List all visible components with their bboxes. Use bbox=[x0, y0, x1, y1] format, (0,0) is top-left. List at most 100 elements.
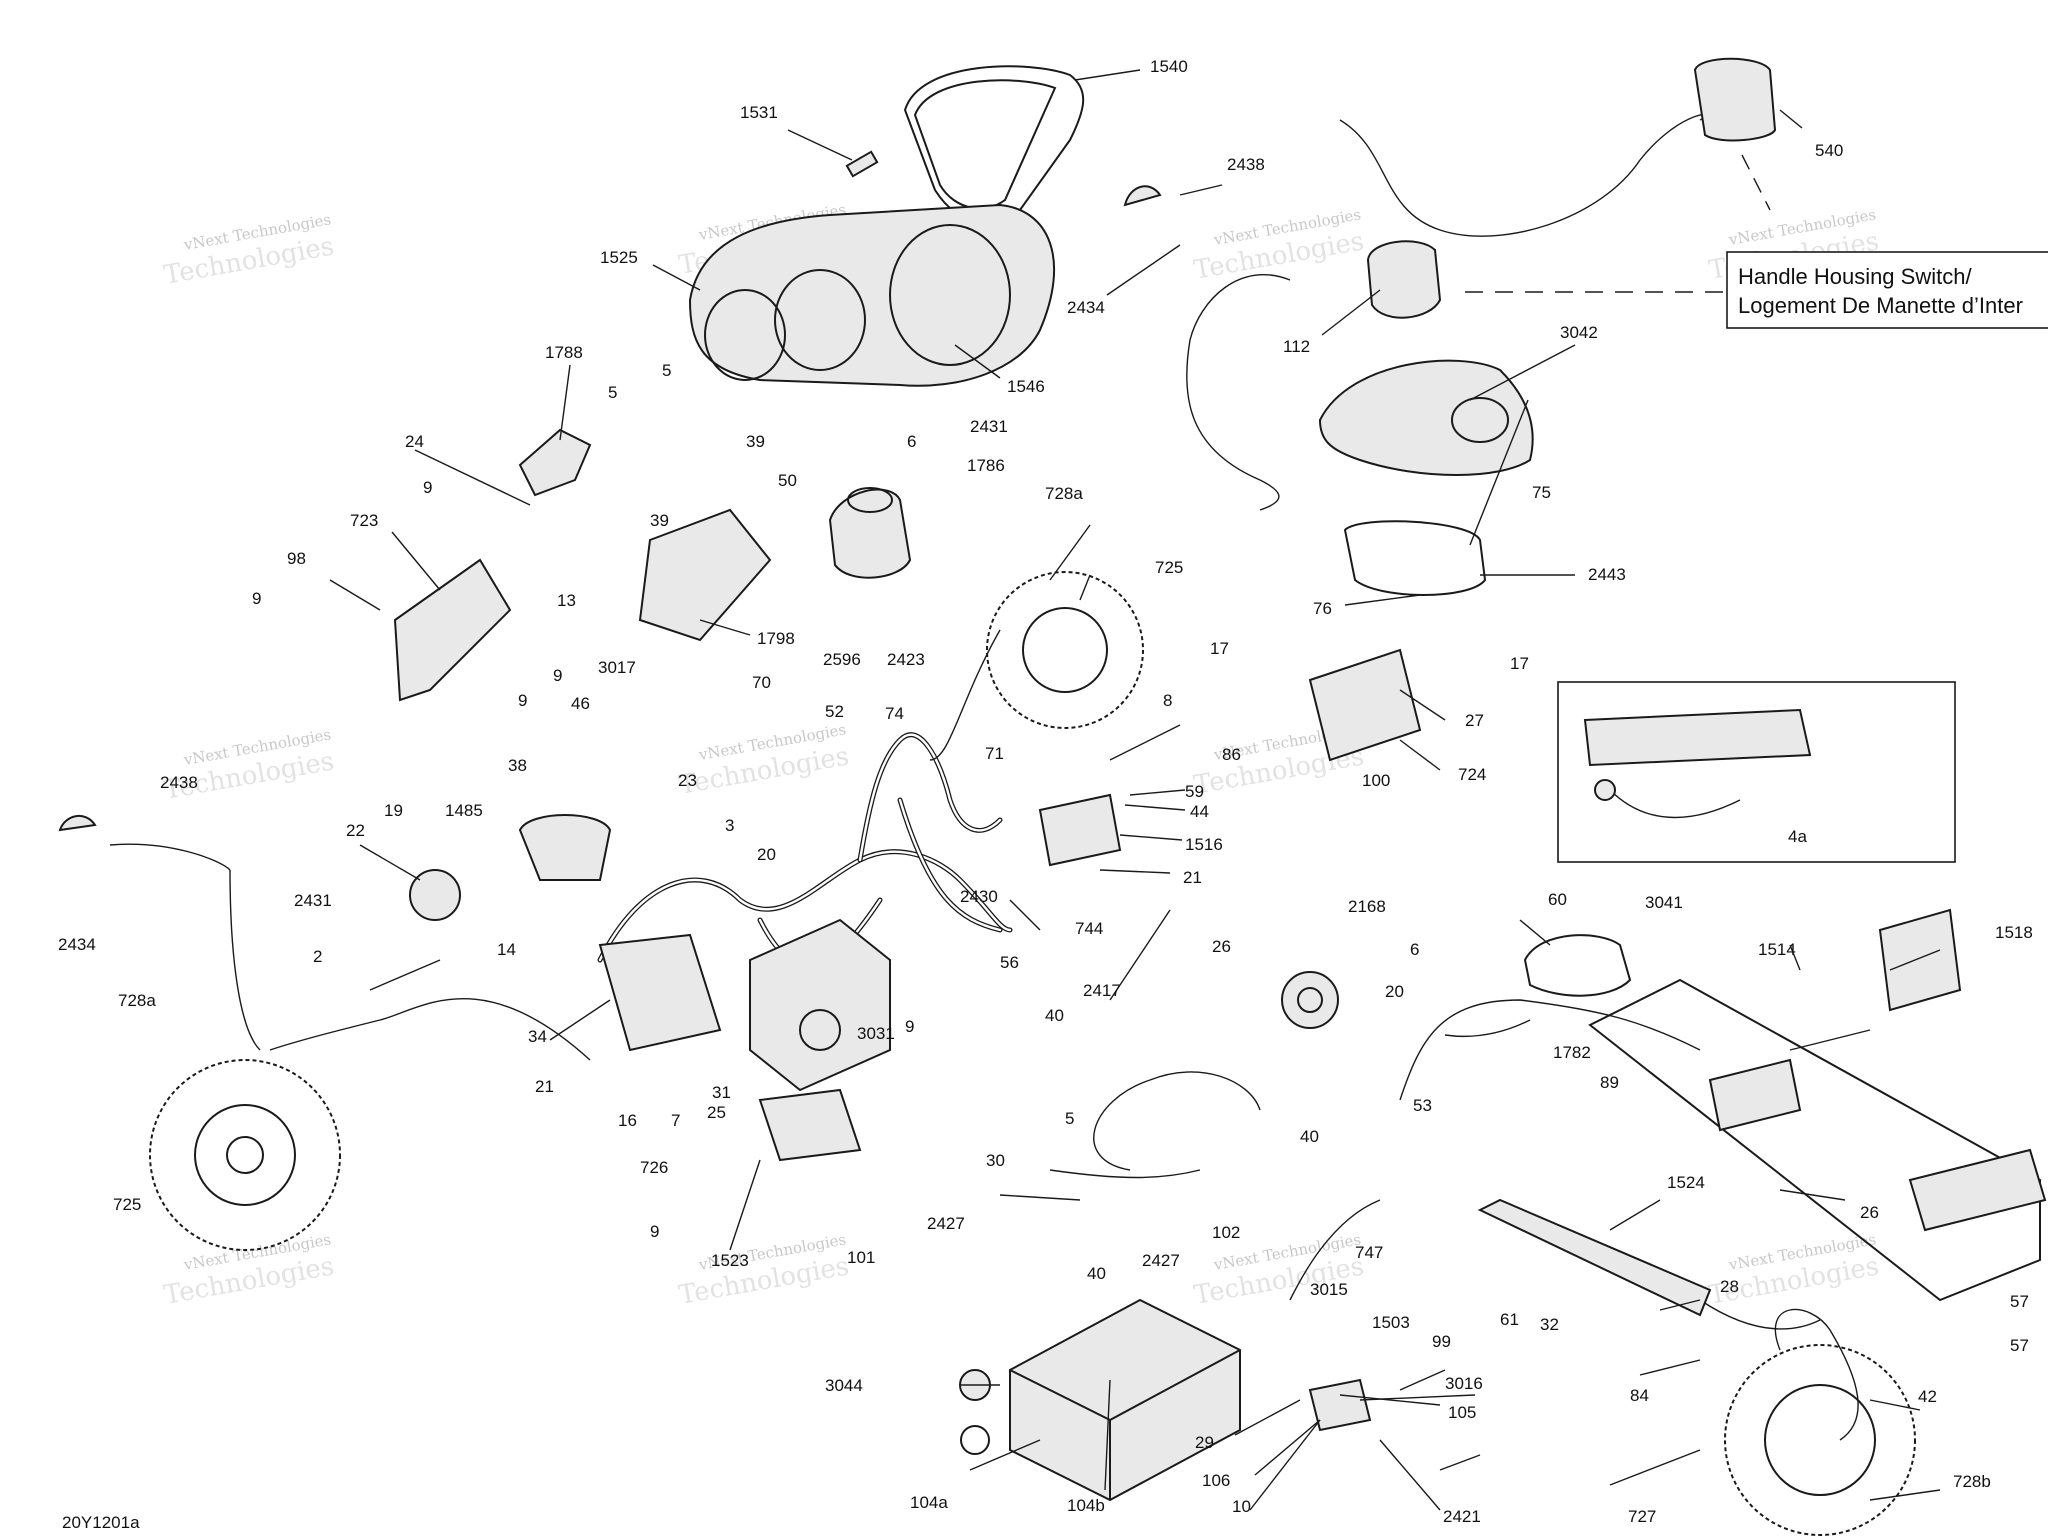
part-label: 3 bbox=[725, 816, 734, 835]
part-label: 17 bbox=[1210, 639, 1229, 658]
part-label: 29 bbox=[1195, 1433, 1214, 1452]
part-label: 25 bbox=[707, 1103, 726, 1122]
part-label: 46 bbox=[571, 694, 590, 713]
part-label: 726 bbox=[640, 1158, 668, 1177]
part-label: 723 bbox=[350, 511, 378, 530]
part-label: 24 bbox=[405, 432, 424, 451]
part-label: 16 bbox=[618, 1111, 637, 1130]
part-label: 3041 bbox=[1645, 893, 1683, 912]
part-label: 1525 bbox=[600, 248, 638, 267]
part-label: 112 bbox=[1283, 337, 1310, 356]
part-label: 728a bbox=[1045, 484, 1083, 503]
part-label: 19 bbox=[384, 801, 403, 820]
part-label: 2431 bbox=[970, 417, 1008, 436]
part-label: 20 bbox=[1385, 982, 1404, 1001]
part-label: 61 bbox=[1500, 1310, 1519, 1329]
part-label: 14 bbox=[497, 940, 516, 959]
part-label: 70 bbox=[752, 673, 771, 692]
part-label: 3044 bbox=[825, 1376, 863, 1395]
part-label: 23 bbox=[678, 771, 697, 790]
part-label: 1540 bbox=[1150, 57, 1188, 76]
battery-shape bbox=[1009, 1298, 1241, 1502]
part-label: 34 bbox=[528, 1027, 547, 1046]
part-label: 21 bbox=[1183, 868, 1202, 887]
part-label: 2421 bbox=[1443, 1507, 1481, 1526]
tone-ring-shape bbox=[1724, 1344, 1916, 1536]
part-label: 104a bbox=[910, 1493, 948, 1512]
part-label: 1518 bbox=[1995, 923, 2033, 942]
callout-box bbox=[1726, 251, 2048, 329]
wiring-harness bbox=[109, 114, 1859, 1441]
part-label: 21 bbox=[535, 1077, 554, 1096]
part-label: 42 bbox=[1918, 1387, 1937, 1406]
callout-line-1: Handle Housing Switch/ bbox=[1738, 264, 1972, 289]
part-label: 27 bbox=[1465, 711, 1484, 730]
part-label: 13 bbox=[557, 591, 576, 610]
part-label: 100 bbox=[1362, 771, 1390, 790]
part-label: 2 bbox=[313, 947, 322, 966]
part-label: 98 bbox=[287, 549, 306, 568]
callout-line-2: Logement De Manette d’Inter bbox=[1738, 293, 2023, 318]
part-label: 5 bbox=[662, 361, 671, 380]
part-label: 2417 bbox=[1083, 981, 1121, 1000]
part-label: 57 bbox=[2010, 1336, 2029, 1355]
part-label: 39 bbox=[746, 432, 765, 451]
part-label: 2438 bbox=[1227, 155, 1265, 174]
part-label: 26 bbox=[1860, 1203, 1879, 1222]
part-label: 20 bbox=[757, 845, 776, 864]
part-label: 3017 bbox=[598, 658, 636, 677]
part-label: 84 bbox=[1630, 1386, 1649, 1405]
part-label: 2168 bbox=[1348, 897, 1386, 916]
part-label: 76 bbox=[1313, 599, 1332, 618]
part-label: 3015 bbox=[1310, 1280, 1348, 1299]
part-label: 3016 bbox=[1445, 1374, 1483, 1393]
part-label: 725 bbox=[1155, 558, 1183, 577]
part-label: 1546 bbox=[1007, 377, 1045, 396]
part-label: 26 bbox=[1212, 937, 1231, 956]
part-label: 2443 bbox=[1588, 565, 1626, 584]
instrument-cluster-shape bbox=[688, 203, 1055, 387]
part-label: 2434 bbox=[58, 935, 96, 954]
callout-dash-vertical bbox=[1741, 154, 1771, 211]
part-label: 2431 bbox=[294, 891, 332, 910]
part-label: 10 bbox=[1232, 1497, 1251, 1516]
part-label: 99 bbox=[1432, 1332, 1451, 1351]
part-label: 3042 bbox=[1560, 323, 1598, 342]
part-label: 3031 bbox=[857, 1024, 895, 1043]
part-label: 32 bbox=[1540, 1315, 1559, 1334]
part-label: 86 bbox=[1222, 745, 1241, 764]
part-label: 40 bbox=[1300, 1127, 1319, 1146]
part-label: 6 bbox=[907, 432, 916, 451]
part-label: 728a bbox=[118, 991, 156, 1010]
part-shapes bbox=[58, 57, 2047, 1536]
part-label: 9 bbox=[518, 691, 527, 710]
part-label: 9 bbox=[905, 1017, 914, 1036]
part-label: 728b bbox=[1953, 1472, 1991, 1491]
part-label: 40 bbox=[1087, 1264, 1106, 1283]
part-label: 8 bbox=[1163, 691, 1172, 710]
handle-switch-shape bbox=[1693, 57, 1777, 142]
part-label: 71 bbox=[985, 744, 1004, 763]
part-label: 17 bbox=[1510, 654, 1529, 673]
part-label: 44 bbox=[1190, 802, 1209, 821]
part-label: 50 bbox=[778, 471, 797, 490]
part-label: 56 bbox=[1000, 953, 1019, 972]
part-label: 53 bbox=[1413, 1096, 1432, 1115]
part-label: 1485 bbox=[445, 801, 483, 820]
part-label: 2423 bbox=[887, 650, 925, 669]
part-label: 725 bbox=[113, 1195, 141, 1214]
part-label: 57 bbox=[2010, 1292, 2029, 1311]
part-label: 1524 bbox=[1667, 1173, 1705, 1192]
part-label: 744 bbox=[1075, 919, 1103, 938]
part-label: 30 bbox=[986, 1151, 1005, 1170]
part-label: 22 bbox=[346, 821, 365, 840]
part-label: 40 bbox=[1045, 1006, 1064, 1025]
part-label: 1788 bbox=[545, 343, 583, 362]
part-label: 106 bbox=[1202, 1471, 1230, 1490]
part-label: 540 bbox=[1815, 141, 1843, 160]
part-label: 75 bbox=[1532, 483, 1551, 502]
abs-unit-shape bbox=[749, 918, 891, 1092]
part-label: 9 bbox=[252, 589, 261, 608]
part-label: 2427 bbox=[927, 1214, 965, 1233]
part-label: 89 bbox=[1600, 1073, 1619, 1092]
